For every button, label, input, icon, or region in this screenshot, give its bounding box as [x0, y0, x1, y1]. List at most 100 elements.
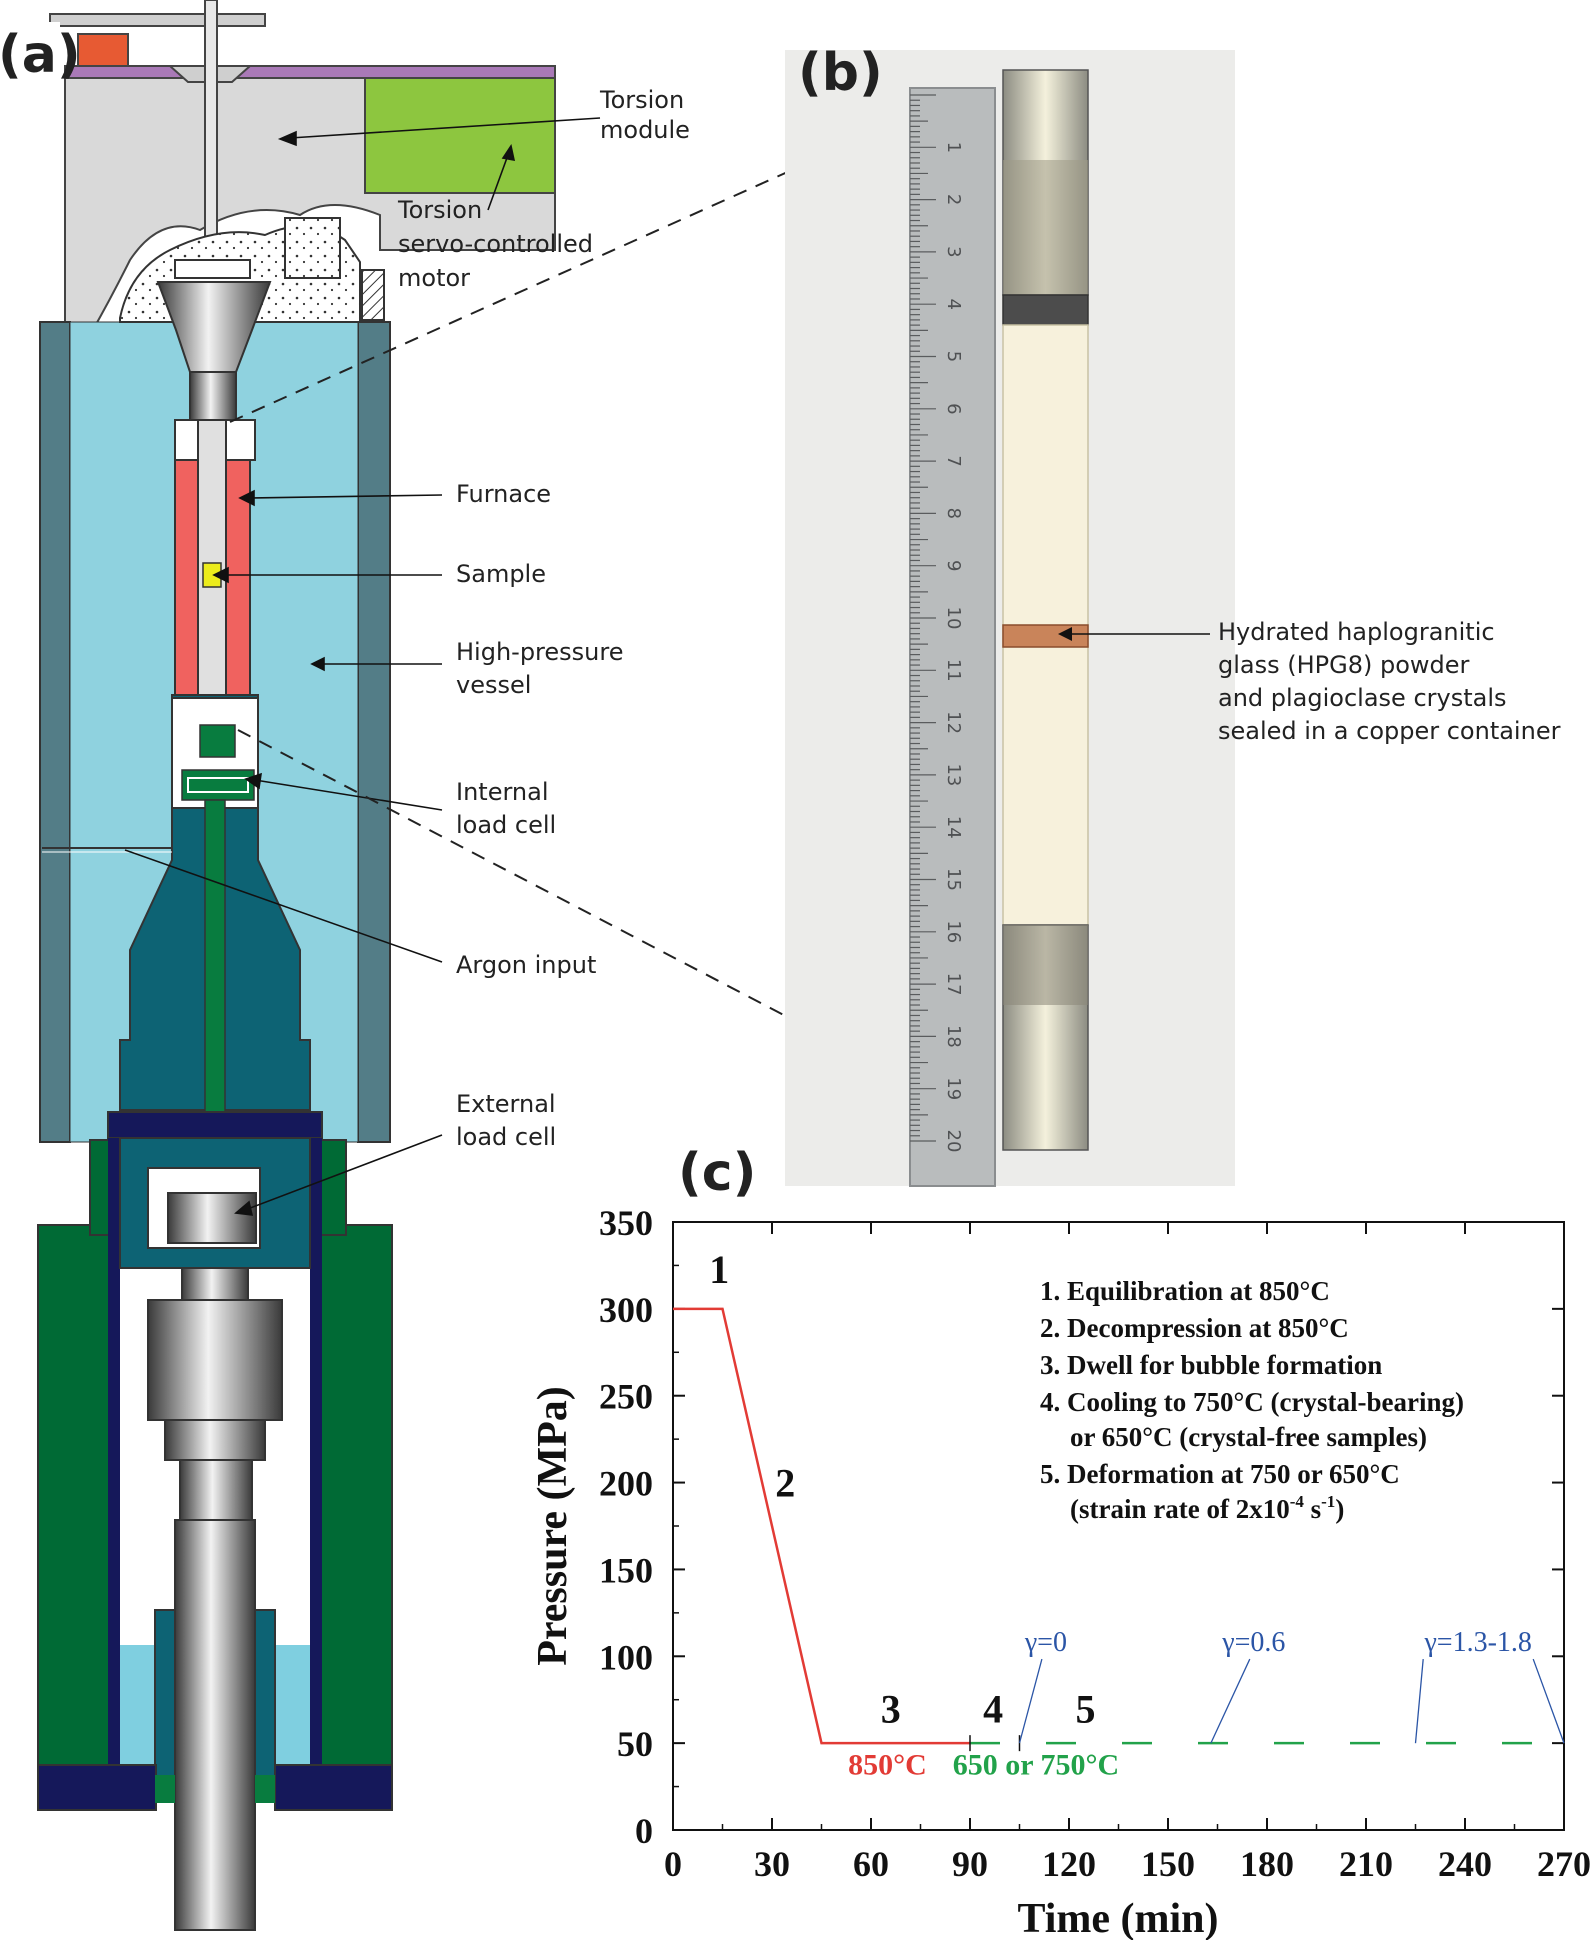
callout-torsion-module-2: module — [600, 116, 690, 144]
sample-rod-ring — [1002, 294, 1089, 326]
x-tick-label: 240 — [1438, 1844, 1492, 1884]
arrow-external-load-cell — [244, 1134, 443, 1211]
ruler-number: 15 — [943, 868, 964, 891]
arrowhead-external-load-cell — [234, 1200, 254, 1216]
arrow-internal-load-cell — [254, 779, 443, 811]
y-tick-label: 200 — [599, 1464, 653, 1504]
panel-a-backing — [0, 22, 60, 82]
upper-piston-block — [174, 259, 251, 279]
torsion-motor — [364, 77, 556, 194]
callout-sample-assembly-1: Hydrated haplogranitic — [1218, 618, 1495, 646]
top-plate — [64, 65, 556, 79]
legend-line-7-unit: s — [1304, 1494, 1321, 1524]
ruler-number: 7 — [943, 455, 964, 466]
ruler-number: 1 — [943, 142, 964, 153]
callout-torsion-motor-2: servo-controlled — [398, 230, 593, 258]
upper-piston-stem — [189, 371, 237, 423]
callout-vessel-2: vessel — [456, 671, 531, 699]
panel-label-a: (a) — [0, 25, 81, 85]
chart-legend: 1. Equilibration at 850°C 2. Decompressi… — [1040, 1276, 1464, 1524]
ram-1 — [181, 1267, 249, 1301]
arrowhead-internal-load-cell — [244, 772, 262, 790]
legend-line-7-exp2: -1 — [1321, 1492, 1335, 1511]
x-tick-label: 60 — [853, 1844, 889, 1884]
strain-label: γ=1.3-1.8 — [1423, 1627, 1532, 1658]
x-tick-label: 210 — [1339, 1844, 1393, 1884]
legend-line-7-close: ) — [1335, 1494, 1344, 1524]
arrowhead-sample — [212, 566, 229, 584]
sample-rod-bottom-dark — [1003, 925, 1088, 1005]
arrowhead-vessel — [310, 656, 325, 672]
base-plate-green-r — [255, 1775, 275, 1803]
arrowhead-furnace — [238, 489, 255, 507]
y-tick-label: 50 — [617, 1724, 653, 1764]
callout-torsion-motor-3: motor — [398, 264, 470, 292]
strain-leader — [1210, 1658, 1251, 1744]
stage-label: 4 — [983, 1686, 1003, 1731]
ram-4 — [179, 1459, 253, 1521]
legend-line-2: 2. Decompression at 850°C — [1040, 1313, 1349, 1343]
arrow-furnace — [249, 494, 443, 499]
y-tick-label: 250 — [599, 1377, 653, 1417]
legend-line-7: (strain rate of 2x10 — [1070, 1494, 1290, 1524]
navy-yoke — [107, 1111, 323, 1139]
x-tick-label: 120 — [1042, 1844, 1096, 1884]
copper-container — [1002, 624, 1089, 648]
ruler-number: 18 — [943, 1025, 964, 1048]
y-tick-label: 300 — [599, 1290, 653, 1330]
arrow-argon — [124, 849, 443, 963]
ruler-number: 4 — [943, 298, 964, 309]
x-tick-label: 30 — [754, 1844, 790, 1884]
strain-leader — [1414, 1659, 1424, 1744]
ruler-number: 6 — [943, 403, 964, 414]
arrowhead-torsion-motor — [501, 143, 516, 162]
sample-column — [197, 419, 227, 701]
navy-yoke-left — [108, 1138, 120, 1778]
temperature-label: 850°C — [848, 1748, 927, 1781]
lower-piston — [174, 1519, 256, 1931]
strain-label: γ=0 — [1024, 1627, 1067, 1658]
external-load-cell — [167, 1192, 257, 1244]
legend-line-3: 3. Dwell for bubble formation — [1040, 1350, 1382, 1380]
ruler-number: 8 — [943, 508, 964, 519]
arrow-torsion-motor — [487, 154, 509, 211]
temperature-label: 650 or 750°C — [953, 1748, 1119, 1781]
arrowhead-torsion-module — [277, 130, 297, 147]
base-plate-left — [37, 1764, 157, 1811]
series-line-1 — [673, 1307, 970, 1745]
top-crossbar — [49, 13, 266, 27]
callout-argon-input: Argon input — [456, 951, 596, 979]
internal-load-cell-top — [199, 724, 236, 758]
ruler-ticks — [910, 94, 936, 1142]
x-axis-label: Time (min) — [1017, 1896, 1218, 1940]
ruler-number: 16 — [943, 920, 964, 943]
legend-line-4: 4. Cooling to 750°C (crystal-bearing) — [1040, 1387, 1464, 1417]
ruler-number: 9 — [943, 560, 964, 571]
sample-rod-dark-band — [1003, 160, 1088, 295]
apparatus-diagram — [37, 0, 556, 1931]
ruler-number: 2 — [943, 194, 964, 205]
ruler-number: 10 — [943, 607, 964, 630]
ruler-number: 13 — [943, 763, 964, 786]
y-tick-label: 350 — [599, 1203, 653, 1243]
y-tick-label: 100 — [599, 1637, 653, 1677]
panel-label-c: (c) — [678, 1143, 756, 1203]
strain-label: γ=0.6 — [1221, 1627, 1285, 1658]
y-tick-label: 150 — [599, 1550, 653, 1590]
lower-frame-right — [317, 1224, 393, 1811]
lower-frame-left — [37, 1224, 119, 1811]
ruler-number: 5 — [943, 351, 964, 362]
ruler-number: 14 — [943, 816, 964, 839]
base-plate-right — [274, 1764, 393, 1811]
x-tick-label: 90 — [952, 1844, 988, 1884]
legend-line-1: 1. Equilibration at 850°C — [1040, 1276, 1330, 1306]
